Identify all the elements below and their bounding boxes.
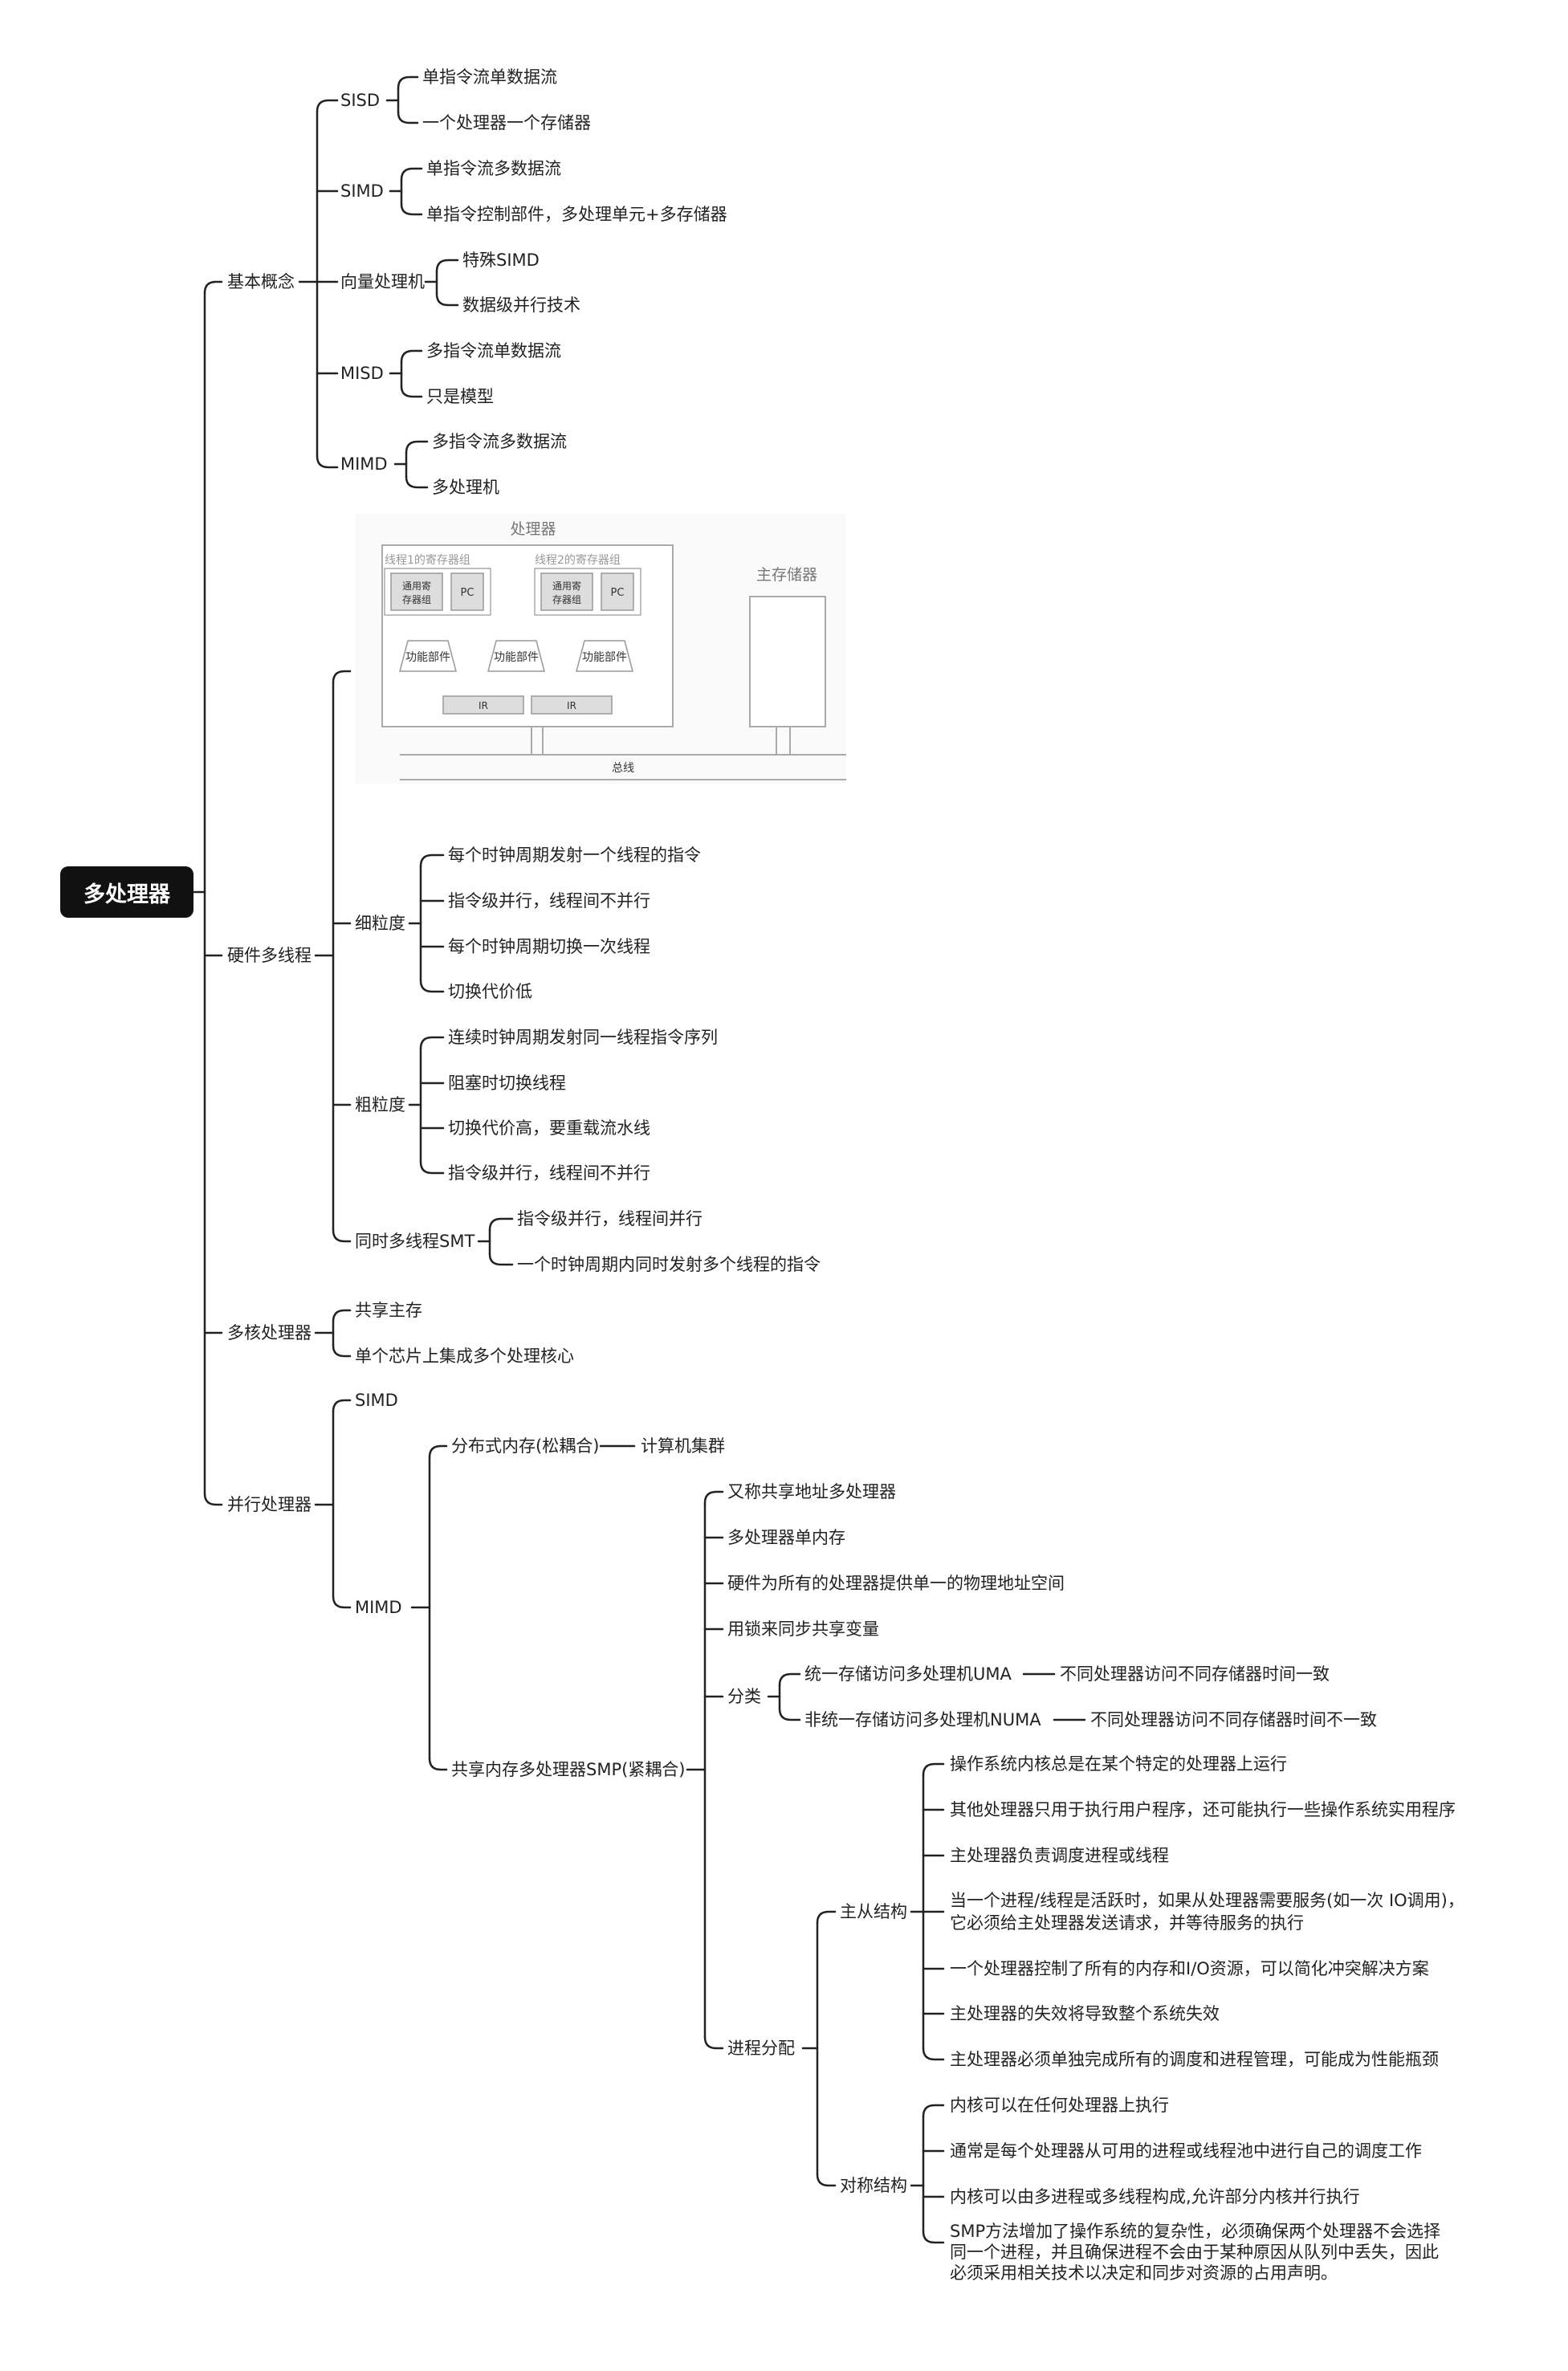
fine-item: 切换代价低	[448, 982, 532, 1001]
master-slave-item: 主处理器的失效将导致整个系统失效	[950, 2004, 1220, 2023]
fine-item: 每个时钟周期发射一个线程的指令	[448, 845, 701, 865]
master-slave-item: 主处理器必须单独完成所有的调度和进程管理，可能成为性能瓶颈	[950, 2050, 1439, 2069]
figure-pc-text: PC	[461, 587, 474, 599]
figure-bus-label: 总线	[612, 762, 634, 775]
smt-item: 一个时钟周期内同时发射多个线程的指令	[517, 1255, 821, 1274]
coarse-item: 阻塞时切换线程	[448, 1073, 566, 1093]
figure-thread2-label: 线程2的寄存器组	[535, 553, 621, 567]
vector-item: 数据级并行技术	[462, 295, 580, 315]
symmetric-item: SMP方法增加了操作系统的复杂性，必须确保两个处理器不会选择	[950, 2222, 1441, 2241]
node-coarse-grain[interactable]: 粗粒度	[355, 1095, 405, 1114]
node-process-allocation[interactable]: 进程分配	[727, 2039, 795, 2058]
multicore-item: 共享主存	[355, 1301, 422, 1320]
simd-item: 单指令控制部件，多处理单元+多存储器	[426, 205, 727, 224]
node-smp[interactable]: 共享内存多处理器SMP(紧耦合)	[451, 1760, 686, 1779]
mimd-item: 多处理机	[432, 478, 499, 497]
node-smt[interactable]: 同时多线程SMT	[355, 1232, 475, 1251]
node-cluster: 计算机集群	[641, 1436, 725, 1456]
figure-ir: IR	[567, 700, 576, 711]
smp-item: 多处理器单内存	[727, 1528, 845, 1547]
master-slave-item: 一个处理器控制了所有的内存和I/O资源，可以简化冲突解决方案	[950, 1959, 1429, 1978]
multicore-item: 单个芯片上集成多个处理核心	[355, 1346, 574, 1366]
master-slave-item: 当一个进程/线程是活跃时，如果从处理器需要服务(如一次 IO调用)，	[950, 1891, 1464, 1910]
symmetric-item: 通常是每个处理器从可用的进程或线程池中进行自己的调度工作	[950, 2141, 1422, 2161]
smp-item: 用锁来同步共享变量	[727, 1619, 879, 1639]
node-misd[interactable]: MISD	[340, 364, 384, 383]
sisd-item: 一个处理器一个存储器	[422, 113, 591, 132]
fine-item: 指令级并行，线程间不并行	[448, 891, 650, 911]
node-master-slave[interactable]: 主从结构	[840, 1902, 907, 1921]
smp-item: 又称共享地址多处理器	[727, 1482, 896, 1501]
simd-item: 单指令流多数据流	[426, 159, 561, 178]
figure-pc-text: PC	[611, 587, 625, 599]
smt-item: 指令级并行，线程间并行	[517, 1209, 703, 1228]
symmetric-item: 内核可以由多进程或多线程构成,允许部分内核并行执行	[950, 2187, 1360, 2206]
figure-ir: IR	[479, 700, 488, 711]
node-parallel-processor[interactable]: 并行处理器	[227, 1495, 312, 1514]
sisd-item: 单指令流单数据流	[422, 67, 557, 87]
node-multicore[interactable]: 多核处理器	[227, 1323, 312, 1342]
figure-func-unit: 功能部件	[405, 651, 450, 664]
misd-item: 只是模型	[426, 387, 494, 406]
figure-func-unit: 功能部件	[494, 651, 539, 664]
coarse-item: 指令级并行，线程间不并行	[448, 1163, 650, 1183]
node-parallel-mimd[interactable]: MIMD	[355, 1598, 402, 1617]
node-hardware-multithreading[interactable]: 硬件多线程	[227, 946, 312, 965]
symmetric-item: 必须采用相关技术以决定和同步对资源的占用声明。	[950, 2263, 1338, 2283]
figure-gpr-text: 通用寄	[402, 580, 431, 592]
smp-item: 硬件为所有的处理器提供单一的物理地址空间	[727, 1574, 1065, 1593]
symmetric-item: 内核可以在任何处理器上执行	[950, 2096, 1169, 2115]
node-basic-concepts[interactable]: 基本概念	[227, 272, 295, 291]
figure-gpr-text: 通用寄	[552, 580, 581, 592]
mimd-item: 多指令流多数据流	[432, 432, 567, 451]
figure-memory-label: 主存储器	[756, 566, 817, 584]
node-uma[interactable]: 统一存储访问多处理机UMA	[804, 1664, 1012, 1684]
node-distributed-memory[interactable]: 分布式内存(松耦合)	[451, 1436, 600, 1456]
figure-gpr-text: 存器组	[552, 594, 581, 605]
symmetric-item: 同一个进程，并且确保进程不会由于某种原因从队列中丢失，因此	[950, 2243, 1439, 2262]
master-slave-item: 它必须给主处理器发送请求，并等待服务的执行	[950, 1913, 1304, 1933]
figure-processor-title: 处理器	[510, 520, 556, 538]
vector-item: 特殊SIMD	[462, 251, 540, 270]
node-classification[interactable]: 分类	[727, 1687, 761, 1706]
root-node[interactable]: 多处理器	[60, 866, 193, 918]
node-vector-processor[interactable]: 向量处理机	[340, 272, 425, 291]
coarse-item: 连续时钟周期发射同一线程指令序列	[448, 1028, 718, 1047]
node-sisd[interactable]: SISD	[340, 91, 381, 110]
master-slave-item: 其他处理器只用于执行用户程序，还可能执行一些操作系统实用程序	[950, 1800, 1456, 1819]
node-fine-grain[interactable]: 细粒度	[355, 914, 405, 933]
figure-thread1-label: 线程1的寄存器组	[385, 553, 470, 567]
fine-item: 每个时钟周期切换一次线程	[448, 937, 650, 956]
master-slave-item: 操作系统内核总是在某个特定的处理器上运行	[950, 1754, 1287, 1774]
node-mimd[interactable]: MIMD	[340, 454, 388, 474]
figure-gpr-text: 存器组	[402, 594, 431, 605]
node-symmetric[interactable]: 对称结构	[840, 2176, 907, 2195]
uma-note: 不同处理器访问不同存储器时间一致	[1060, 1664, 1330, 1684]
misd-item: 多指令流单数据流	[426, 341, 561, 361]
master-slave-item: 主处理器负责调度进程或线程	[950, 1846, 1169, 1865]
numa-note: 不同处理器访问不同存储器时间不一致	[1090, 1710, 1377, 1729]
multithreading-processor-figure: 处理器 线程1的寄存器组 通用寄 存器组 PC 线程2的寄存器组 通用寄 存器组…	[355, 514, 846, 784]
figure-func-unit: 功能部件	[582, 651, 627, 664]
node-simd[interactable]: SIMD	[340, 181, 384, 201]
coarse-item: 切换代价高，要重载流水线	[448, 1118, 650, 1138]
node-parallel-simd[interactable]: SIMD	[355, 1391, 398, 1410]
node-numa[interactable]: 非统一存储访问多处理机NUMA	[804, 1710, 1041, 1729]
